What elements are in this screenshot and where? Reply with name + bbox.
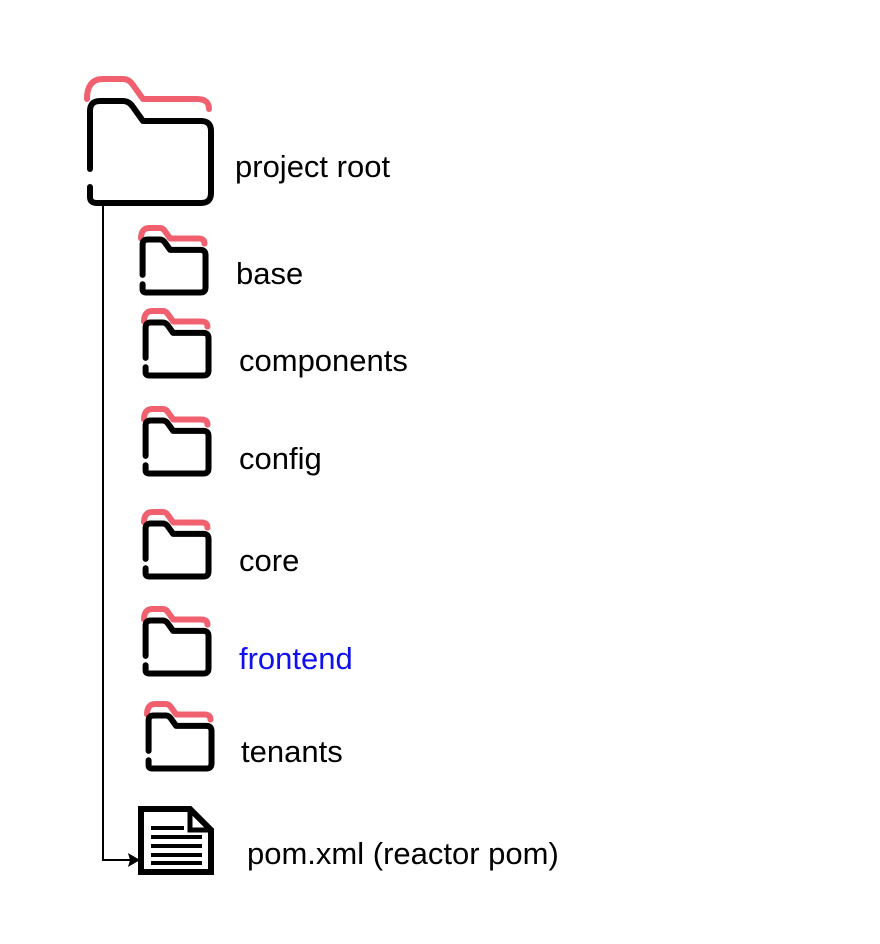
folder-icon-core	[141, 509, 212, 580]
folder-icon-tenants	[144, 701, 215, 772]
folder-label-frontend: frontend	[239, 641, 353, 676]
folder-label-components: components	[239, 343, 408, 378]
folder-label-config: config	[239, 441, 322, 476]
folder-icon-components	[141, 308, 212, 379]
root-folder-label: project root	[235, 149, 391, 184]
folder-label-core: core	[239, 543, 300, 578]
folder-label-tenants: tenants	[241, 734, 343, 769]
folder-icon-config	[141, 406, 212, 477]
tree-connector	[102, 203, 140, 867]
folder-label-base: base	[236, 256, 304, 291]
arrowhead-icon	[128, 853, 140, 867]
folder-icon-frontend	[141, 606, 212, 677]
file-label-pom: pom.xml (reactor pom)	[247, 836, 559, 871]
pom-document-icon	[138, 806, 214, 875]
root-folder-icon	[84, 76, 214, 206]
folder-icon-base	[138, 225, 209, 296]
